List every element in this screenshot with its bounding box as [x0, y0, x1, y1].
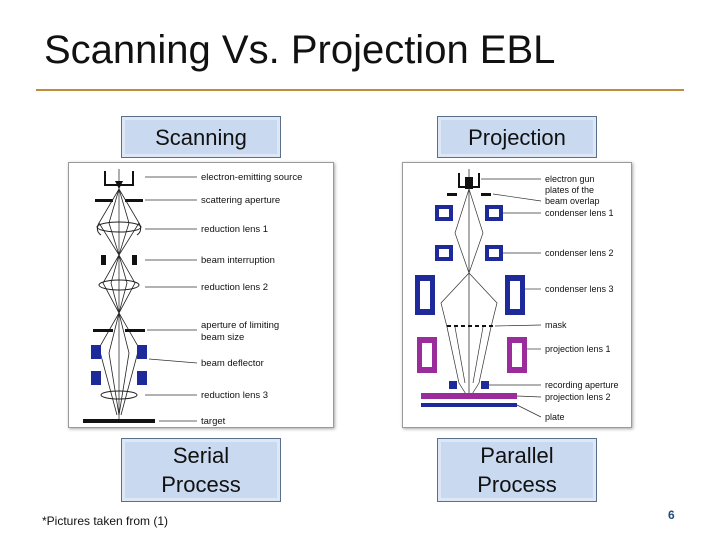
- reduction-lens-2-icon: [98, 279, 140, 291]
- label-target: target: [201, 416, 226, 427]
- scanning-label: Scanning: [155, 124, 247, 150]
- beam-deflector-left-2-icon: [91, 371, 101, 385]
- beam-deflector-right-icon: [137, 345, 147, 359]
- label-electron-gun: electron gun: [545, 174, 595, 184]
- plate-icon: [421, 403, 517, 407]
- recording-aperture-right-icon: [481, 381, 489, 389]
- beam-interruption-right: [132, 255, 137, 265]
- parallel-label-line1: Parallel: [480, 443, 554, 468]
- footnote: *Pictures taken from (1): [42, 514, 169, 528]
- page-number: 6: [668, 508, 675, 522]
- condenser-lens-1-right-core: [489, 209, 499, 217]
- label-plate: plate: [545, 412, 565, 422]
- projection-lens-1-right-core: [512, 343, 522, 367]
- leader-lines: [481, 178, 542, 418]
- label-condenser-lens-2: condenser lens 2: [545, 248, 614, 258]
- slide-title: Scanning Vs. Projection EBL: [44, 28, 556, 72]
- condenser-lens-3-left-core: [420, 281, 430, 309]
- condenser-lens-2-left-core: [439, 249, 449, 257]
- beam-deflector-right-2-icon: [137, 371, 147, 385]
- recording-aperture-left-icon: [449, 381, 457, 389]
- label-beam-size: beam size: [201, 332, 244, 343]
- condenser-lens-3-right-core: [510, 281, 520, 309]
- serial-label-line1: Serial: [172, 443, 230, 468]
- label-reduction-lens-2: reduction lens 2: [201, 282, 268, 293]
- label-projection-lens-2: projection lens 2: [545, 392, 611, 402]
- overlap-plate-left: [447, 193, 457, 196]
- label-reduction-lens-1: reduction lens 1: [201, 224, 268, 235]
- projection-diagram: electron gun plates of the beam overlap …: [402, 162, 632, 428]
- label-mask: mask: [545, 320, 567, 330]
- projection-box: Projection: [437, 116, 597, 158]
- projection-lens-2-icon: [421, 393, 517, 399]
- label-condenser-lens-3: condenser lens 3: [545, 284, 614, 294]
- label-condenser-lens-1: condenser lens 1: [545, 208, 614, 218]
- label-recording-aperture: recording aperture: [545, 380, 619, 390]
- parallel-process-box: Parallel Process: [437, 438, 597, 502]
- source-tip: [115, 181, 123, 189]
- label-source: electron-emitting source: [201, 172, 302, 183]
- gun-cathode: [465, 177, 473, 189]
- projection-lens-1-left-core: [422, 343, 432, 367]
- scanning-diagram: electron-emitting source scattering aper…: [68, 162, 334, 428]
- label-projection-lens-1: projection lens 1: [545, 344, 611, 354]
- scattering-aperture-right: [125, 199, 143, 202]
- reduction-lens-3-icon: [100, 390, 138, 400]
- limiting-aperture-left: [93, 329, 113, 332]
- scattering-aperture-left: [95, 199, 113, 202]
- leader-lines: [145, 176, 198, 422]
- beam-deflector-left-icon: [91, 345, 101, 359]
- scanning-box: Scanning: [121, 116, 281, 158]
- label-scattering-aperture: scattering aperture: [201, 195, 280, 206]
- serial-process-box: Serial Process: [121, 438, 281, 502]
- label-beam-interruption: beam interruption: [201, 255, 275, 266]
- limiting-aperture-right: [125, 329, 145, 332]
- label-limiting-aperture: aperture of limiting: [201, 320, 279, 331]
- reduction-lens-1-icon: [96, 221, 142, 236]
- overlap-plate-right: [481, 193, 491, 196]
- title-underline: [36, 89, 684, 91]
- label-reduction-lens-3: reduction lens 3: [201, 390, 268, 401]
- projection-label: Projection: [468, 124, 566, 150]
- target-plate: [83, 419, 155, 423]
- serial-label-line2: Process: [161, 472, 241, 497]
- condenser-lens-1-left-core: [439, 209, 449, 217]
- beam-interruption-left: [101, 255, 106, 265]
- parallel-label-line2: Process: [477, 472, 557, 497]
- condenser-lens-2-right-core: [489, 249, 499, 257]
- label-beam-deflector: beam deflector: [201, 358, 264, 369]
- label-beam-overlap: beam overlap: [545, 196, 600, 206]
- label-plates-of-the: plates of the: [545, 185, 594, 195]
